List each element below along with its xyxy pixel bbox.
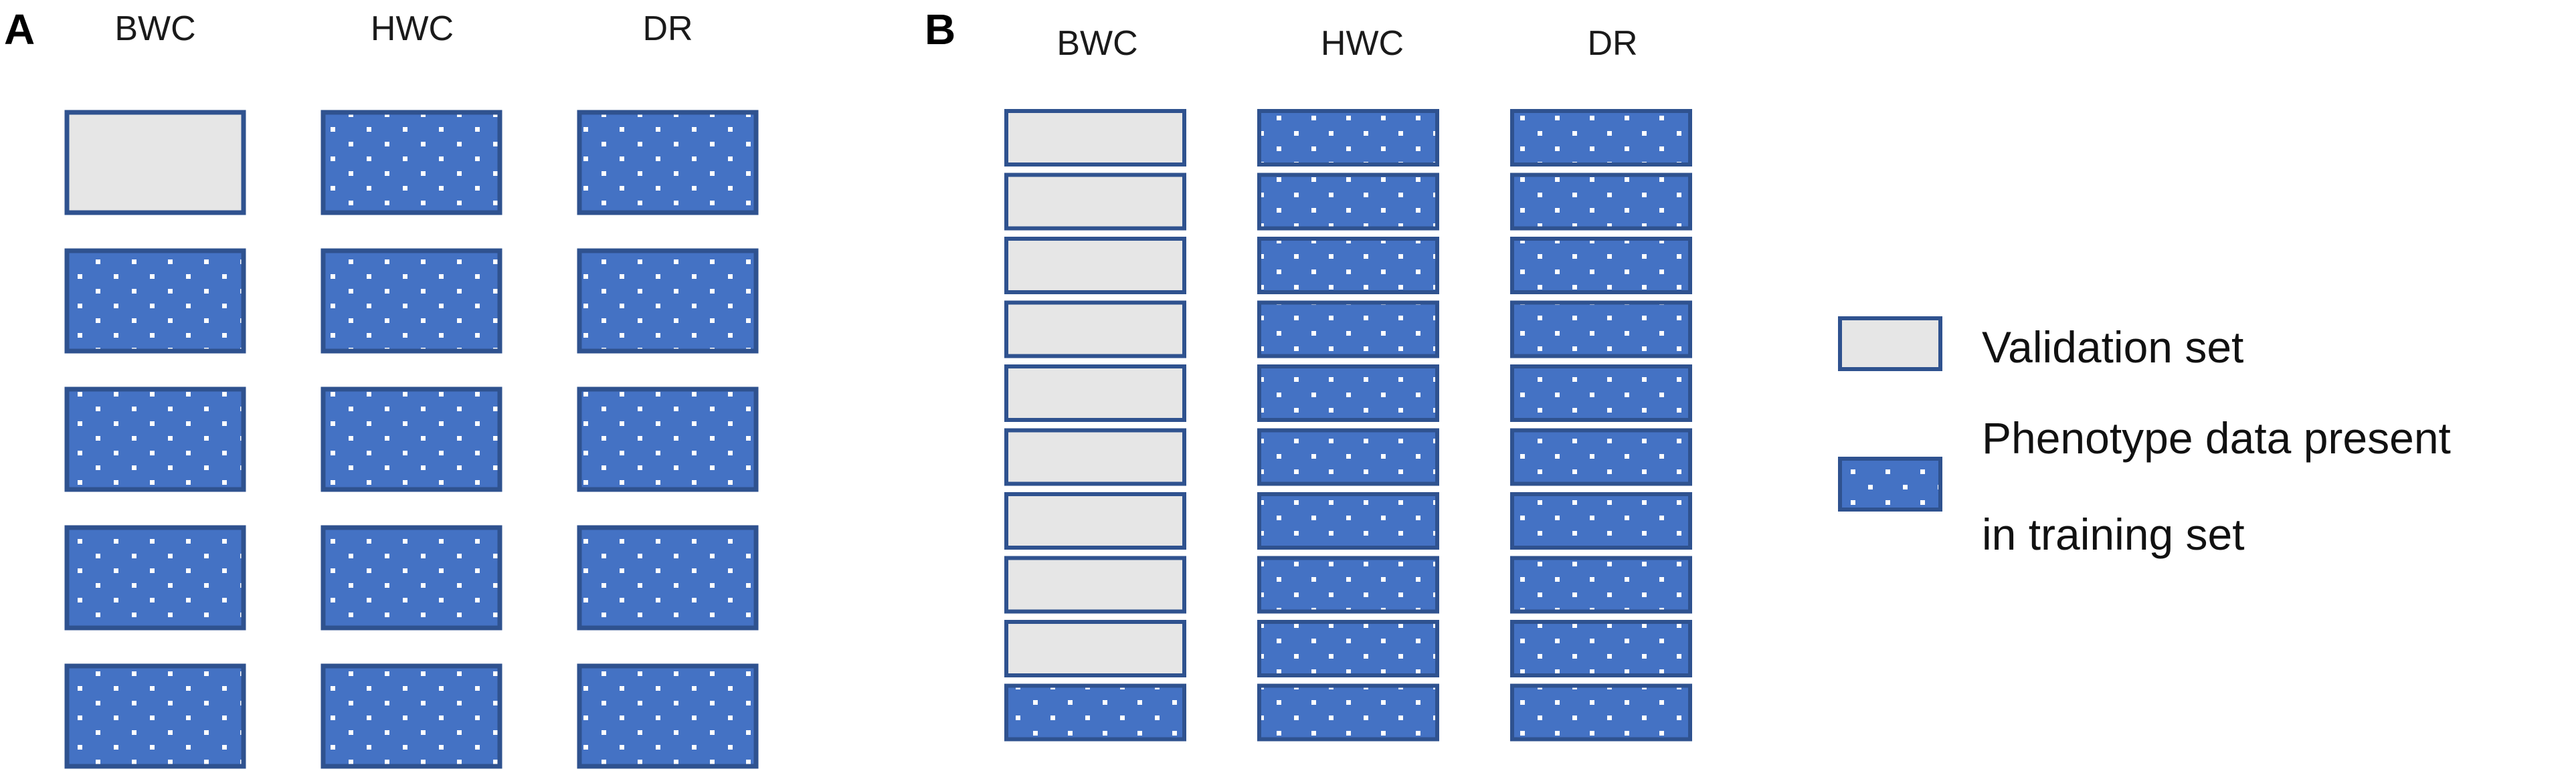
panel-b-hwc-row-9-dot-pattern [1261, 624, 1435, 673]
panel-b-dr-row-6-dot-pattern [1514, 432, 1688, 482]
panel-a-dr-row-1-dot-pattern [581, 114, 754, 211]
panel-a-hwc-row-1-dot-pattern [325, 114, 498, 211]
legend-validation-swatch [1838, 316, 1942, 371]
panel-a-hwc-row-5-dot-pattern [325, 668, 498, 764]
panel-b-dr-row-3-dot-pattern [1514, 241, 1688, 290]
panel-b-bwc-row-5-validation-box [1004, 364, 1186, 422]
panel-b-dr-row-5-dot-pattern [1514, 368, 1688, 418]
panel-b-hwc-row-8-dot-pattern [1261, 560, 1435, 610]
panel-b-grid [1004, 109, 1692, 742]
panel-b-bwc-row-2-validation-box [1004, 173, 1186, 231]
panel-a-bwc-row-2-dot-pattern [69, 253, 242, 349]
panel-b-dr-row-1-dot-pattern [1514, 113, 1688, 162]
panel-b-bwc-row-1-validation-box [1004, 109, 1186, 167]
panel-b-hwc-row-1-dot-pattern [1261, 113, 1435, 162]
panel-b-bwc-row-6-validation-box [1004, 428, 1186, 486]
panel-b-header-dr: DR [1587, 24, 1637, 63]
panel-b-dr-row-2-dot-pattern [1514, 177, 1688, 227]
panel-a-label: A [4, 5, 35, 53]
panel-b-hwc-row-4-dot-pattern [1261, 304, 1435, 354]
legend-phenotype-label-line2: in training set [1982, 510, 2245, 559]
panel-b-dr-row-10-dot-pattern [1514, 687, 1688, 738]
panel-b-bwc-row-10-dot-pattern [1008, 687, 1182, 738]
panel-b-dr-row-7-dot-pattern [1514, 496, 1688, 546]
panel-a-bwc-row-3-dot-pattern [69, 391, 242, 487]
panel-b: B BWC HWC DR [925, 5, 1692, 742]
legend-phenotype-label-line1: Phenotype data present [1982, 413, 2451, 463]
panel-a-dr-row-4-dot-pattern [581, 530, 754, 626]
panel-b-dr-row-8-dot-pattern [1514, 560, 1688, 610]
panel-b-dr-row-4-dot-pattern [1514, 304, 1688, 354]
panel-b-hwc-row-3-dot-pattern [1261, 241, 1435, 290]
panel-b-hwc-row-6-dot-pattern [1261, 432, 1435, 482]
panel-b-header-bwc: BWC [1056, 24, 1137, 63]
legend: Validation set Phenotype data present in… [1838, 316, 2451, 559]
panel-a-hwc-row-4-dot-pattern [325, 530, 498, 626]
panel-b-bwc-row-4-validation-box [1004, 300, 1186, 358]
panel-a-header-hwc: HWC [371, 9, 454, 48]
panel-a-dr-row-2-dot-pattern [581, 253, 754, 349]
panel-a-dr-row-5-dot-pattern [581, 668, 754, 764]
panel-a-hwc-row-2-dot-pattern [325, 253, 498, 349]
panel-a-bwc-row-5-dot-pattern [69, 668, 242, 764]
panel-b-bwc-row-9-validation-box [1004, 620, 1186, 677]
panel-a-dr-row-3-dot-pattern [581, 391, 754, 487]
panel-b-dr-row-9-dot-pattern [1514, 624, 1688, 673]
panel-a-header-bwc: BWC [114, 9, 195, 48]
panel-a-grid [64, 110, 759, 769]
panel-b-bwc-row-3-validation-box [1004, 237, 1186, 294]
panel-b-header-hwc: HWC [1321, 24, 1404, 63]
legend-validation-label: Validation set [1982, 322, 2243, 372]
panel-b-hwc-row-10-dot-pattern [1261, 687, 1435, 738]
panel-b-label: B [925, 5, 955, 53]
legend-phenotype-swatch-dots [1842, 461, 1938, 508]
panel-a-bwc-row-1-validation-box [64, 110, 246, 215]
panel-b-bwc-row-7-validation-box [1004, 492, 1186, 550]
panel-a-hwc-row-3-dot-pattern [325, 391, 498, 487]
panel-b-hwc-row-2-dot-pattern [1261, 177, 1435, 227]
panel-a: A BWC HWC DR [4, 5, 759, 769]
panel-b-hwc-row-7-dot-pattern [1261, 496, 1435, 546]
panel-a-header-dr: DR [642, 9, 693, 48]
panel-b-hwc-row-5-dot-pattern [1261, 368, 1435, 418]
panel-a-bwc-row-4-dot-pattern [69, 530, 242, 626]
panel-b-bwc-row-8-validation-box [1004, 556, 1186, 614]
